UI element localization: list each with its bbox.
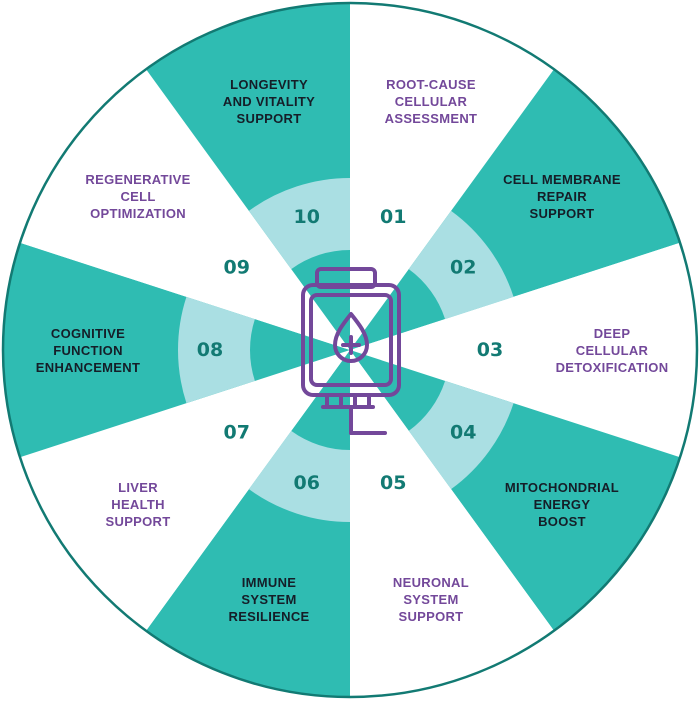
segment-number-08: 08 xyxy=(197,339,223,361)
segment-label-line: NEURONAL xyxy=(393,575,469,590)
segment-label-line: ASSESSMENT xyxy=(385,111,478,126)
number-bands-layer xyxy=(178,178,514,522)
segment-label-line: ROOT-CAUSE xyxy=(386,77,476,92)
segment-number-02: 02 xyxy=(450,257,476,279)
iv-drip-bag-icon xyxy=(301,267,401,435)
segment-number-01: 01 xyxy=(380,206,406,228)
segment-09 xyxy=(19,69,350,350)
segment-label-10: LONGEVITY AND VITALITY SUPPORT xyxy=(223,77,315,126)
labels-layer: 01 ROOT-CAUSE CELLULAR ASSESSMENT 02 CELL MEM… xyxy=(36,77,669,624)
segment-label-line: COGNITIVE xyxy=(51,326,125,341)
segment-01 xyxy=(350,3,554,350)
segment-label-04: MITOCHONDRIAL ENERGY BOOST xyxy=(505,480,619,529)
segment-number-10: 10 xyxy=(294,206,320,228)
number-band-02 xyxy=(408,210,514,320)
segment-label-line: SUPPORT xyxy=(106,514,171,529)
segment-label-line: OPTIMIZATION xyxy=(90,206,186,221)
segment-label-09: REGENERATIVE CELL OPTIMIZATION xyxy=(85,172,190,221)
segment-label-line: AND VITALITY xyxy=(223,94,315,109)
segment-number-04: 04 xyxy=(450,421,476,443)
segment-number-05: 05 xyxy=(380,472,406,494)
segment-label-line: FUNCTION xyxy=(53,343,123,358)
segment-label-line: HEALTH xyxy=(111,497,165,512)
segment-03 xyxy=(350,242,697,458)
segment-label-line: ENERGY xyxy=(534,497,591,512)
segment-label-line: DETOXIFICATION xyxy=(556,360,669,375)
number-band-04 xyxy=(408,380,514,490)
segment-label-line: SUPPORT xyxy=(398,609,463,624)
segment-number-09: 09 xyxy=(224,257,250,279)
segment-label-line: MITOCHONDRIAL xyxy=(505,480,619,495)
number-band-08 xyxy=(178,296,255,404)
segment-label-line: REPAIR xyxy=(537,189,587,204)
segment-label-line: REGENERATIVE xyxy=(85,172,190,187)
segment-08 xyxy=(2,242,350,458)
segment-label-line: CELL MEMBRANE xyxy=(503,172,621,187)
segment-number-07: 07 xyxy=(224,421,250,443)
segment-label-08: COGNITIVE FUNCTION ENHANCEMENT xyxy=(36,326,140,375)
segment-label-line: DEEP xyxy=(594,326,631,341)
segment-07 xyxy=(19,350,350,631)
segment-label-line: CELLULAR xyxy=(395,94,468,109)
segment-label-line: SUPPORT xyxy=(529,206,594,221)
segment-label-line: BOOST xyxy=(538,514,586,529)
segment-label-05: NEURONAL SYSTEM SUPPORT xyxy=(393,575,469,624)
segment-label-line: LIVER xyxy=(118,480,158,495)
segment-number-06: 06 xyxy=(294,472,320,494)
segment-label-line: RESILIENCE xyxy=(229,609,310,624)
segment-label-line: IMMUNE xyxy=(242,575,297,590)
segment-label-line: CELLULAR xyxy=(576,343,649,358)
segment-label-06: IMMUNE SYSTEM RESILIENCE xyxy=(229,575,310,624)
segment-label-line: LONGEVITY xyxy=(230,77,308,92)
segment-label-07: LIVER HEALTH SUPPORT xyxy=(106,480,171,529)
number-band-06 xyxy=(248,430,350,522)
segment-label-line: SYSTEM xyxy=(241,592,296,607)
segment-label-01: ROOT-CAUSE CELLULAR ASSESSMENT xyxy=(385,77,478,126)
segment-label-line: SUPPORT xyxy=(237,111,302,126)
segment-number-03: 03 xyxy=(477,339,503,361)
segment-label-03: DEEP CELLULAR DETOXIFICATION xyxy=(556,326,669,375)
segment-label-line: CELL xyxy=(120,189,155,204)
segment-label-line: SYSTEM xyxy=(403,592,458,607)
segment-label-02: CELL MEMBRANE REPAIR SUPPORT xyxy=(503,172,621,221)
number-band-10 xyxy=(248,178,350,270)
segment-05 xyxy=(350,350,554,697)
segment-label-line: ENHANCEMENT xyxy=(36,360,140,375)
